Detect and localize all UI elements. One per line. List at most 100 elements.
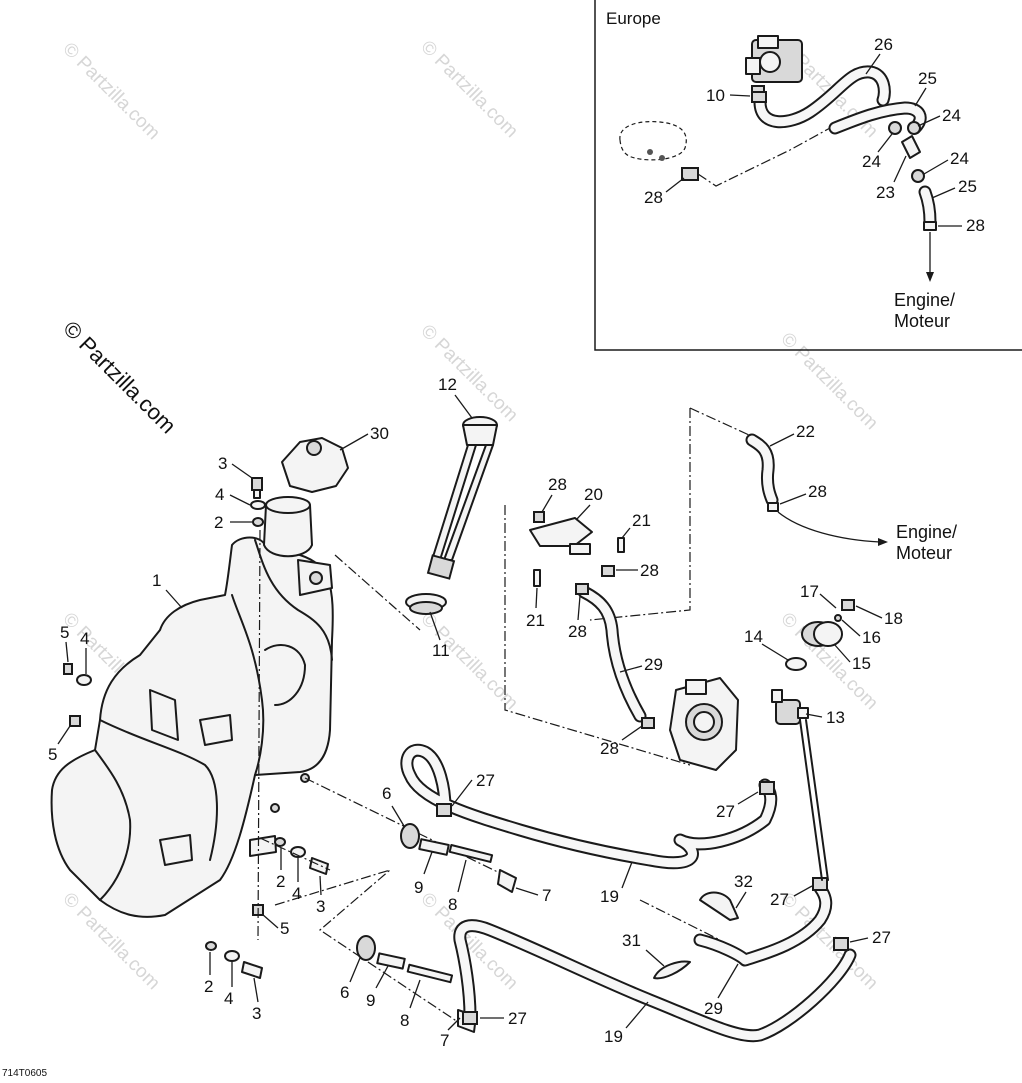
callout-27: 27 <box>770 890 789 909</box>
carburetor-part <box>669 677 739 771</box>
fuel-pump-part <box>771 689 809 725</box>
callout-28: 28 <box>966 216 985 235</box>
callout-3: 3 <box>252 1004 261 1023</box>
watermark: © Partzilla.com <box>416 37 521 142</box>
callout-5: 5 <box>60 623 69 642</box>
vent-routing <box>504 505 691 766</box>
callout-27: 27 <box>476 771 495 790</box>
pump-cover-part <box>785 599 855 671</box>
inset-title: Europe <box>606 9 661 28</box>
outlet-axis-lower <box>274 869 471 1031</box>
clamp-27-hose-b <box>759 781 775 795</box>
callout-28: 28 <box>548 475 567 494</box>
hardware-stack-top <box>250 477 266 527</box>
callout-18: 18 <box>884 609 903 628</box>
inset-engine-label-2: Moteur <box>894 311 950 331</box>
callout-17: 17 <box>800 582 819 601</box>
callout-27: 27 <box>872 928 891 947</box>
washer-4-bottom <box>224 950 240 962</box>
bolt-3-bottom <box>241 961 263 979</box>
vent-valve-part <box>529 511 625 587</box>
callout-28: 28 <box>808 482 827 501</box>
callout-25: 25 <box>958 177 977 196</box>
watermark: © Partzilla.com <box>776 329 881 434</box>
callout-6: 6 <box>382 784 391 803</box>
engine-label-2: Moteur <box>896 543 952 563</box>
callout-28: 28 <box>568 622 587 641</box>
callout-4: 4 <box>80 629 89 648</box>
washer-4-mid <box>290 846 306 858</box>
vent-routing-2 <box>589 408 691 621</box>
fuel-valve-part <box>745 35 803 101</box>
callout-28: 28 <box>640 561 659 580</box>
clamp-27-hose-a <box>436 803 452 817</box>
callout-19: 19 <box>600 887 619 906</box>
europe-inset: Europe <box>594 0 1022 351</box>
callout-20: 20 <box>584 485 603 504</box>
callout-12: 12 <box>438 375 457 394</box>
callout-15: 15 <box>852 654 871 673</box>
callout-26: 26 <box>874 35 893 54</box>
clamp-28-hose-bottom <box>641 717 655 729</box>
clamp-24-left <box>888 121 902 135</box>
drawing-number: 714T0605 <box>2 1068 47 1078</box>
fitting-28-vent <box>767 502 779 512</box>
callout-22: 22 <box>796 422 815 441</box>
callout-30: 30 <box>370 424 389 443</box>
callout-19: 19 <box>604 1027 623 1046</box>
clamp-27-right <box>833 937 849 951</box>
clamp-24-lower <box>911 169 925 183</box>
callout-32: 32 <box>734 872 753 891</box>
gauge-axis <box>334 554 421 631</box>
callout-31: 31 <box>622 931 641 950</box>
outlet-fitting-upper <box>400 823 517 893</box>
callout-4: 4 <box>292 884 301 903</box>
callout-14: 14 <box>744 627 763 646</box>
callout-7: 7 <box>440 1031 449 1050</box>
pump-line <box>799 719 823 881</box>
clamp-28-hose-top <box>575 583 589 595</box>
callout-28: 28 <box>644 188 663 207</box>
vent-routing-4 <box>639 899 721 941</box>
callout-5: 5 <box>48 745 57 764</box>
inset-frame <box>594 0 1022 351</box>
washer-4-left <box>76 674 92 686</box>
fuel-gauge-part <box>426 416 498 580</box>
callout-28: 28 <box>600 739 619 758</box>
callout-8: 8 <box>448 895 457 914</box>
vent-to-engine-line <box>777 511 881 543</box>
callout-4: 4 <box>224 989 233 1008</box>
mounting-axis <box>257 529 261 941</box>
clamp-24-right <box>907 121 921 135</box>
spacer-2-mid <box>274 837 286 847</box>
fitting-28-inset <box>923 221 937 231</box>
callout-16: 16 <box>862 628 881 647</box>
bolt-axis <box>259 837 331 871</box>
clip-32 <box>699 891 739 921</box>
inset-routing-line <box>697 127 831 187</box>
watermark: © Partzilla.com <box>416 321 521 426</box>
bolt-3-mid <box>309 857 329 875</box>
callout-4: 4 <box>215 485 224 504</box>
watermark: © Partzilla.com <box>416 609 521 714</box>
callout-21: 21 <box>526 611 545 630</box>
callout-3: 3 <box>316 897 325 916</box>
vent-routing-3 <box>689 407 761 441</box>
callout-29: 29 <box>644 655 663 674</box>
callout-11: 11 <box>432 641 450 660</box>
callout-23: 23 <box>876 183 895 202</box>
callout-1: 1 <box>152 571 161 590</box>
nut-5-lower <box>69 715 81 727</box>
callout-6: 6 <box>340 983 349 1002</box>
callout-9: 9 <box>366 991 375 1010</box>
callout-10: 10 <box>706 86 725 105</box>
callout-13: 13 <box>826 708 845 727</box>
clip-31 <box>653 960 691 980</box>
callout-25: 25 <box>918 69 937 88</box>
copyright-text: © Partzilla.com <box>58 316 181 439</box>
nut-5-upper <box>63 663 73 675</box>
callout-21: 21 <box>632 511 651 530</box>
spacer-2-bottom <box>205 941 217 951</box>
